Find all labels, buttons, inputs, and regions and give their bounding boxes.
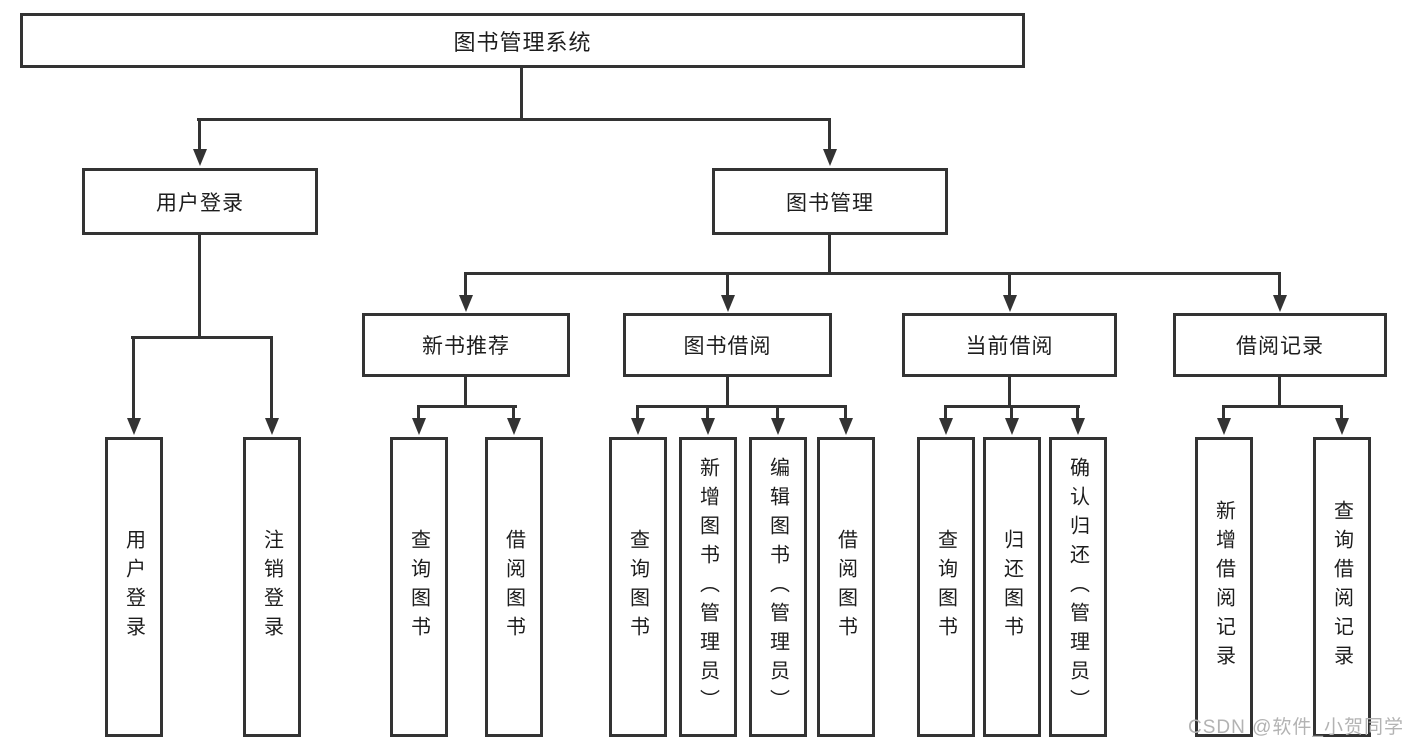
node-new-book-recommend: 新书推荐 [362,313,570,377]
connector-line [1278,377,1281,408]
arrowhead-icon [127,418,141,435]
leaf-label: 新增图书（管理员） [696,456,719,718]
leaf-user-login: 用户登录 [105,437,163,737]
leaf-label: 确认归还（管理员） [1066,456,1089,718]
leaf-query-books-borrowing: 查询图书 [609,437,667,737]
leaf-label: 查询借阅记录 [1330,500,1353,674]
connector-line [520,68,523,121]
leaf-query-books-recommend: 查询图书 [390,437,448,737]
connector-line [464,272,1281,275]
connector-line [464,377,467,408]
arrowhead-icon [193,149,207,166]
connector-line [636,405,847,408]
arrowhead-icon [507,418,521,435]
leaf-label: 借阅图书 [834,529,857,645]
arrowhead-icon [412,418,426,435]
leaf-confirm-return-admin: 确认归还（管理员） [1049,437,1107,737]
arrowhead-icon [771,418,785,435]
node-user-login-branch: 用户登录 [82,168,318,235]
leaf-logout: 注销登录 [243,437,301,737]
connector-line [198,235,201,339]
connector-line [1222,405,1343,408]
connector-line [1008,272,1011,297]
connector-line [512,405,515,420]
connector-line [464,272,467,297]
arrowhead-icon [721,295,735,312]
node-library-system: 图书管理系统 [20,13,1025,68]
leaf-label: 用户登录 [122,529,145,645]
leaf-label: 查询图书 [934,529,957,645]
connector-line [1340,405,1343,420]
leaf-borrow-books-recommend: 借阅图书 [485,437,543,737]
arrowhead-icon [823,149,837,166]
connector-line [726,272,729,297]
connector-line [198,118,201,151]
leaf-label: 归还图书 [1000,529,1023,645]
connector-line [1222,405,1225,420]
arrowhead-icon [1335,418,1349,435]
arrowhead-icon [1003,295,1017,312]
leaf-label: 查询图书 [407,529,430,645]
connector-line [636,405,639,420]
connector-line [131,336,273,339]
node-book-borrowing: 图书借阅 [623,313,832,377]
arrowhead-icon [1071,418,1085,435]
leaf-query-borrow-record: 查询借阅记录 [1313,437,1371,737]
connector-line [828,118,831,151]
arrowhead-icon [939,418,953,435]
connector-line [1008,377,1011,408]
watermark: CSDN @软件_小贺同学 [1188,717,1404,738]
leaf-label: 编辑图书（管理员） [766,456,789,718]
arrowhead-icon [701,418,715,435]
arrowhead-icon [839,418,853,435]
arrowhead-icon [1005,418,1019,435]
connector-line [417,405,517,408]
leaf-add-borrow-record: 新增借阅记录 [1195,437,1253,737]
leaf-label: 新增借阅记录 [1212,500,1235,674]
connector-line [417,405,420,420]
connector-line [1076,405,1079,420]
connector-line [270,336,273,420]
connector-line [197,118,831,121]
leaf-edit-book-admin: 编辑图书（管理员） [749,437,807,737]
leaf-add-book-admin: 新增图书（管理员） [679,437,737,737]
arrowhead-icon [631,418,645,435]
connector-line [706,405,709,420]
leaf-label: 注销登录 [260,529,283,645]
node-book-management: 图书管理 [712,168,948,235]
connector-line [944,405,947,420]
arrowhead-icon [265,418,279,435]
node-current-borrowing: 当前借阅 [902,313,1117,377]
node-borrowing-records: 借阅记录 [1173,313,1387,377]
leaf-label: 查询图书 [626,529,649,645]
connector-line [828,233,831,275]
connector-line [726,377,729,408]
connector-line [132,336,135,420]
leaf-label: 借阅图书 [502,529,525,645]
leaf-borrow-books-borrowing: 借阅图书 [817,437,875,737]
arrowhead-icon [1273,295,1287,312]
connector-line [844,405,847,420]
arrowhead-icon [459,295,473,312]
arrowhead-icon [1217,418,1231,435]
connector-line [1278,272,1281,297]
connector-line [1010,405,1013,420]
connector-line [776,405,779,420]
leaf-return-books: 归还图书 [983,437,1041,737]
leaf-query-books-current: 查询图书 [917,437,975,737]
